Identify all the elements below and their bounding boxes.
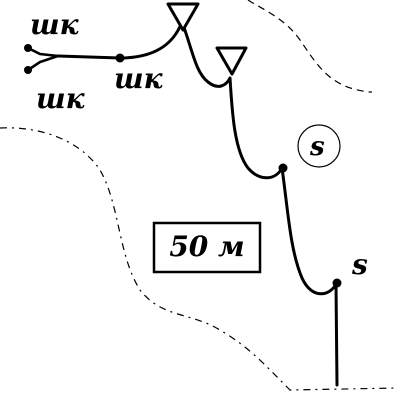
boundary-dashed-left-bottom <box>0 127 399 391</box>
trail-main <box>56 20 339 387</box>
distance-box <box>152 221 262 274</box>
distance-label: 50 м <box>169 230 244 263</box>
hut-icon-top <box>166 2 200 32</box>
trail-fork-lower <box>26 54 60 72</box>
label-right-s: s <box>351 248 368 281</box>
trail-node-2 <box>278 163 288 173</box>
fork-end-dot-lower <box>24 66 32 74</box>
label-center-top: шк <box>114 62 164 95</box>
trail-node-1 <box>115 53 125 63</box>
label-top-left-2: шк <box>36 82 86 115</box>
label-circled-s: s <box>309 132 325 162</box>
circled-s-ring <box>297 124 341 168</box>
trail-fork-upper <box>26 46 60 58</box>
trail-node-3 <box>332 278 342 288</box>
label-top-left-1: шк <box>30 8 80 41</box>
fork-end-dot-upper <box>24 44 32 52</box>
hut-icon-second <box>215 46 248 76</box>
boundary-dashed-top-right <box>247 0 372 93</box>
